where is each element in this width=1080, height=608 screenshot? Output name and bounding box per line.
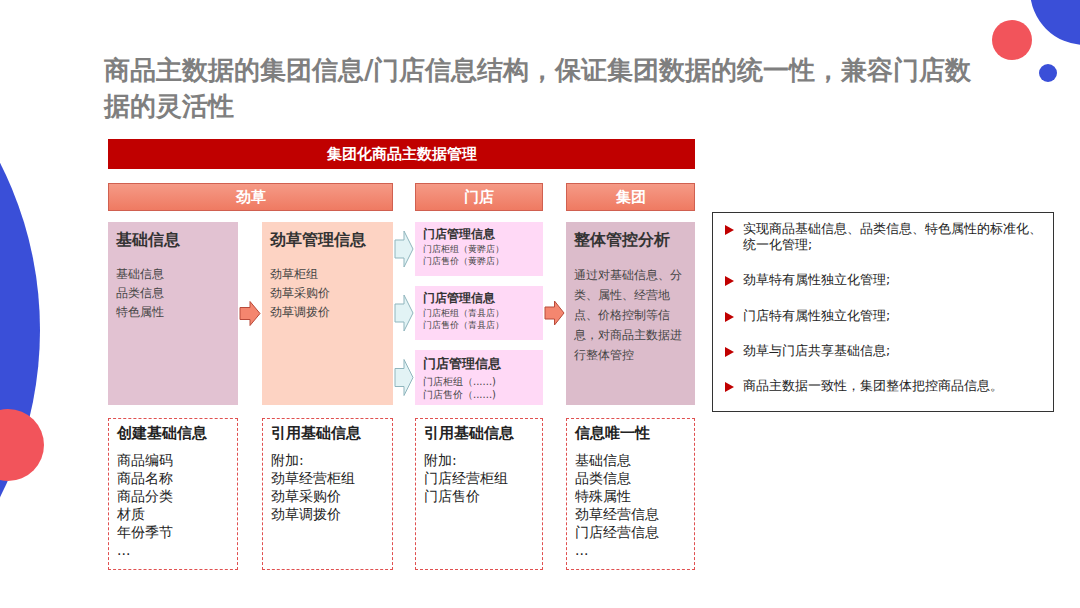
box-item: 劲草经营信息 (575, 505, 686, 523)
box-heading: 门店管理信息 (423, 227, 535, 242)
block-arrow (395, 295, 413, 331)
box-item: 门店经营信息 (575, 523, 686, 541)
box-item: 品类信息 (116, 284, 230, 303)
box-heading: 门店 (464, 188, 494, 207)
box-item: 门店售价（黄骅店） (423, 256, 535, 268)
box-heading: 整体管控分析 (574, 230, 687, 251)
bullet-arrow (725, 276, 734, 286)
column-header: 集团 (566, 183, 695, 211)
bullet-text: 劲草特有属性独立化管理; (723, 272, 1043, 288)
box-heading: 门店管理信息 (423, 355, 535, 373)
box-heading: 基础信息 (116, 230, 230, 251)
block-arrow (395, 360, 413, 396)
title-band: 集团化商品主数据管理 (108, 139, 695, 169)
box-heading: 集团化商品主数据管理 (327, 145, 477, 164)
column-header: 劲草 (108, 183, 393, 211)
box-item: 门店售价（青县店） (423, 320, 535, 332)
box-item: 品类信息 (575, 469, 686, 487)
store-box: 门店管理信息门店柜组（青县店）门店售价（青县店） (415, 286, 543, 340)
detail-box: 引用基础信息附加:门店经营柜组门店售价 (415, 418, 543, 570)
red-circle (0, 409, 44, 481)
box-item: 劲草柜组 (270, 265, 385, 284)
block-arrow (545, 301, 564, 325)
notes-box: 实现商品基础信息、品类信息、特色属性的标准化、统一化管理; 劲草特有属性独立化管理… (712, 212, 1054, 412)
box-item: 商品分类 (117, 487, 229, 505)
box-item: 附加: (424, 451, 534, 469)
box-heading: 引用基础信息 (424, 424, 534, 443)
bullet-text: 劲草与门店共享基础信息; (723, 343, 1043, 359)
box-item: 劲草调拨价 (271, 505, 384, 523)
box-item: ... (575, 541, 686, 559)
store-box: 门店管理信息门店柜组（黄骅店）门店售价（黄骅店） (415, 222, 543, 276)
box-item: 基础信息 (575, 451, 686, 469)
bullet-text: 实现商品基础信息、品类信息、特色属性的标准化、统一化管理; (723, 221, 1043, 253)
box-item: 劲草采购价 (270, 284, 385, 303)
box-item: 门店经营柜组 (424, 469, 534, 487)
blue-arc (0, 0, 40, 608)
bullet-text: 商品主数据一致性，集团整体把控商品信息。 (723, 378, 1043, 394)
bullet-text: 门店特有属性独立化管理; (723, 308, 1043, 324)
blue-arc (1030, 0, 1080, 45)
box-heading: 劲草管理信息 (270, 230, 385, 251)
box-heading: 引用基础信息 (271, 424, 384, 443)
box-item: 劲草调拨价 (270, 303, 385, 322)
box-heading: 创建基础信息 (117, 424, 229, 443)
box-item: 特色属性 (116, 303, 230, 322)
box-item: 基础信息 (116, 265, 230, 284)
bullet-arrow (725, 347, 734, 357)
detail-box: 信息唯一性基础信息品类信息特殊属性劲草经营信息门店经营信息... (566, 418, 695, 570)
info-box: 基础信息基础信息品类信息特色属性 (108, 222, 238, 405)
box-item: 门店售价（......) (423, 388, 535, 401)
detail-box: 引用基础信息附加:劲草经营柜组劲草采购价劲草调拨价 (262, 418, 393, 570)
box-item: 门店柜组（黄骅店） (423, 244, 535, 256)
box-item: ... (117, 541, 229, 559)
box-heading: 门店管理信息 (423, 291, 535, 306)
block-arrow (395, 231, 413, 267)
box-item: 通过对基础信息、分类、属性、经营地点、价格控制等信息，对商品主数据进行整体管控 (574, 265, 687, 365)
info-box: 整体管控分析通过对基础信息、分类、属性、经营地点、价格控制等信息，对商品主数据进… (566, 222, 695, 405)
red-circle (992, 20, 1032, 60)
box-heading: 信息唯一性 (575, 424, 686, 443)
bullet-arrow (725, 312, 734, 322)
block-arrow (240, 302, 260, 326)
box-item: 门店柜组（青县店） (423, 308, 535, 320)
box-heading: 劲草 (236, 188, 266, 207)
column-header: 门店 (415, 183, 543, 211)
info-box: 劲草管理信息劲草柜组劲草采购价劲草调拨价 (262, 222, 393, 405)
blue-dot (1039, 64, 1057, 82)
box-item: 年份季节 (117, 523, 229, 541)
store-box: 门店管理信息门店柜组（......)门店售价（......) (415, 350, 543, 405)
box-item: 附加: (271, 451, 384, 469)
box-item: 门店柜组（......) (423, 375, 535, 388)
slide-title: 商品主数据的集团信息/门店信息结构，保证集团数据的统一性，兼容门店数据的灵活性 (104, 52, 984, 124)
box-item: 劲草采购价 (271, 487, 384, 505)
bullet-arrow (725, 225, 734, 235)
box-item: 商品名称 (117, 469, 229, 487)
bullet-arrow (725, 382, 734, 392)
box-item: 材质 (117, 505, 229, 523)
box-item: 商品编码 (117, 451, 229, 469)
box-heading: 集团 (616, 188, 646, 207)
box-item: 特殊属性 (575, 487, 686, 505)
detail-box: 创建基础信息商品编码商品名称商品分类材质年份季节... (108, 418, 238, 570)
box-item: 门店售价 (424, 487, 534, 505)
box-item: 劲草经营柜组 (271, 469, 384, 487)
